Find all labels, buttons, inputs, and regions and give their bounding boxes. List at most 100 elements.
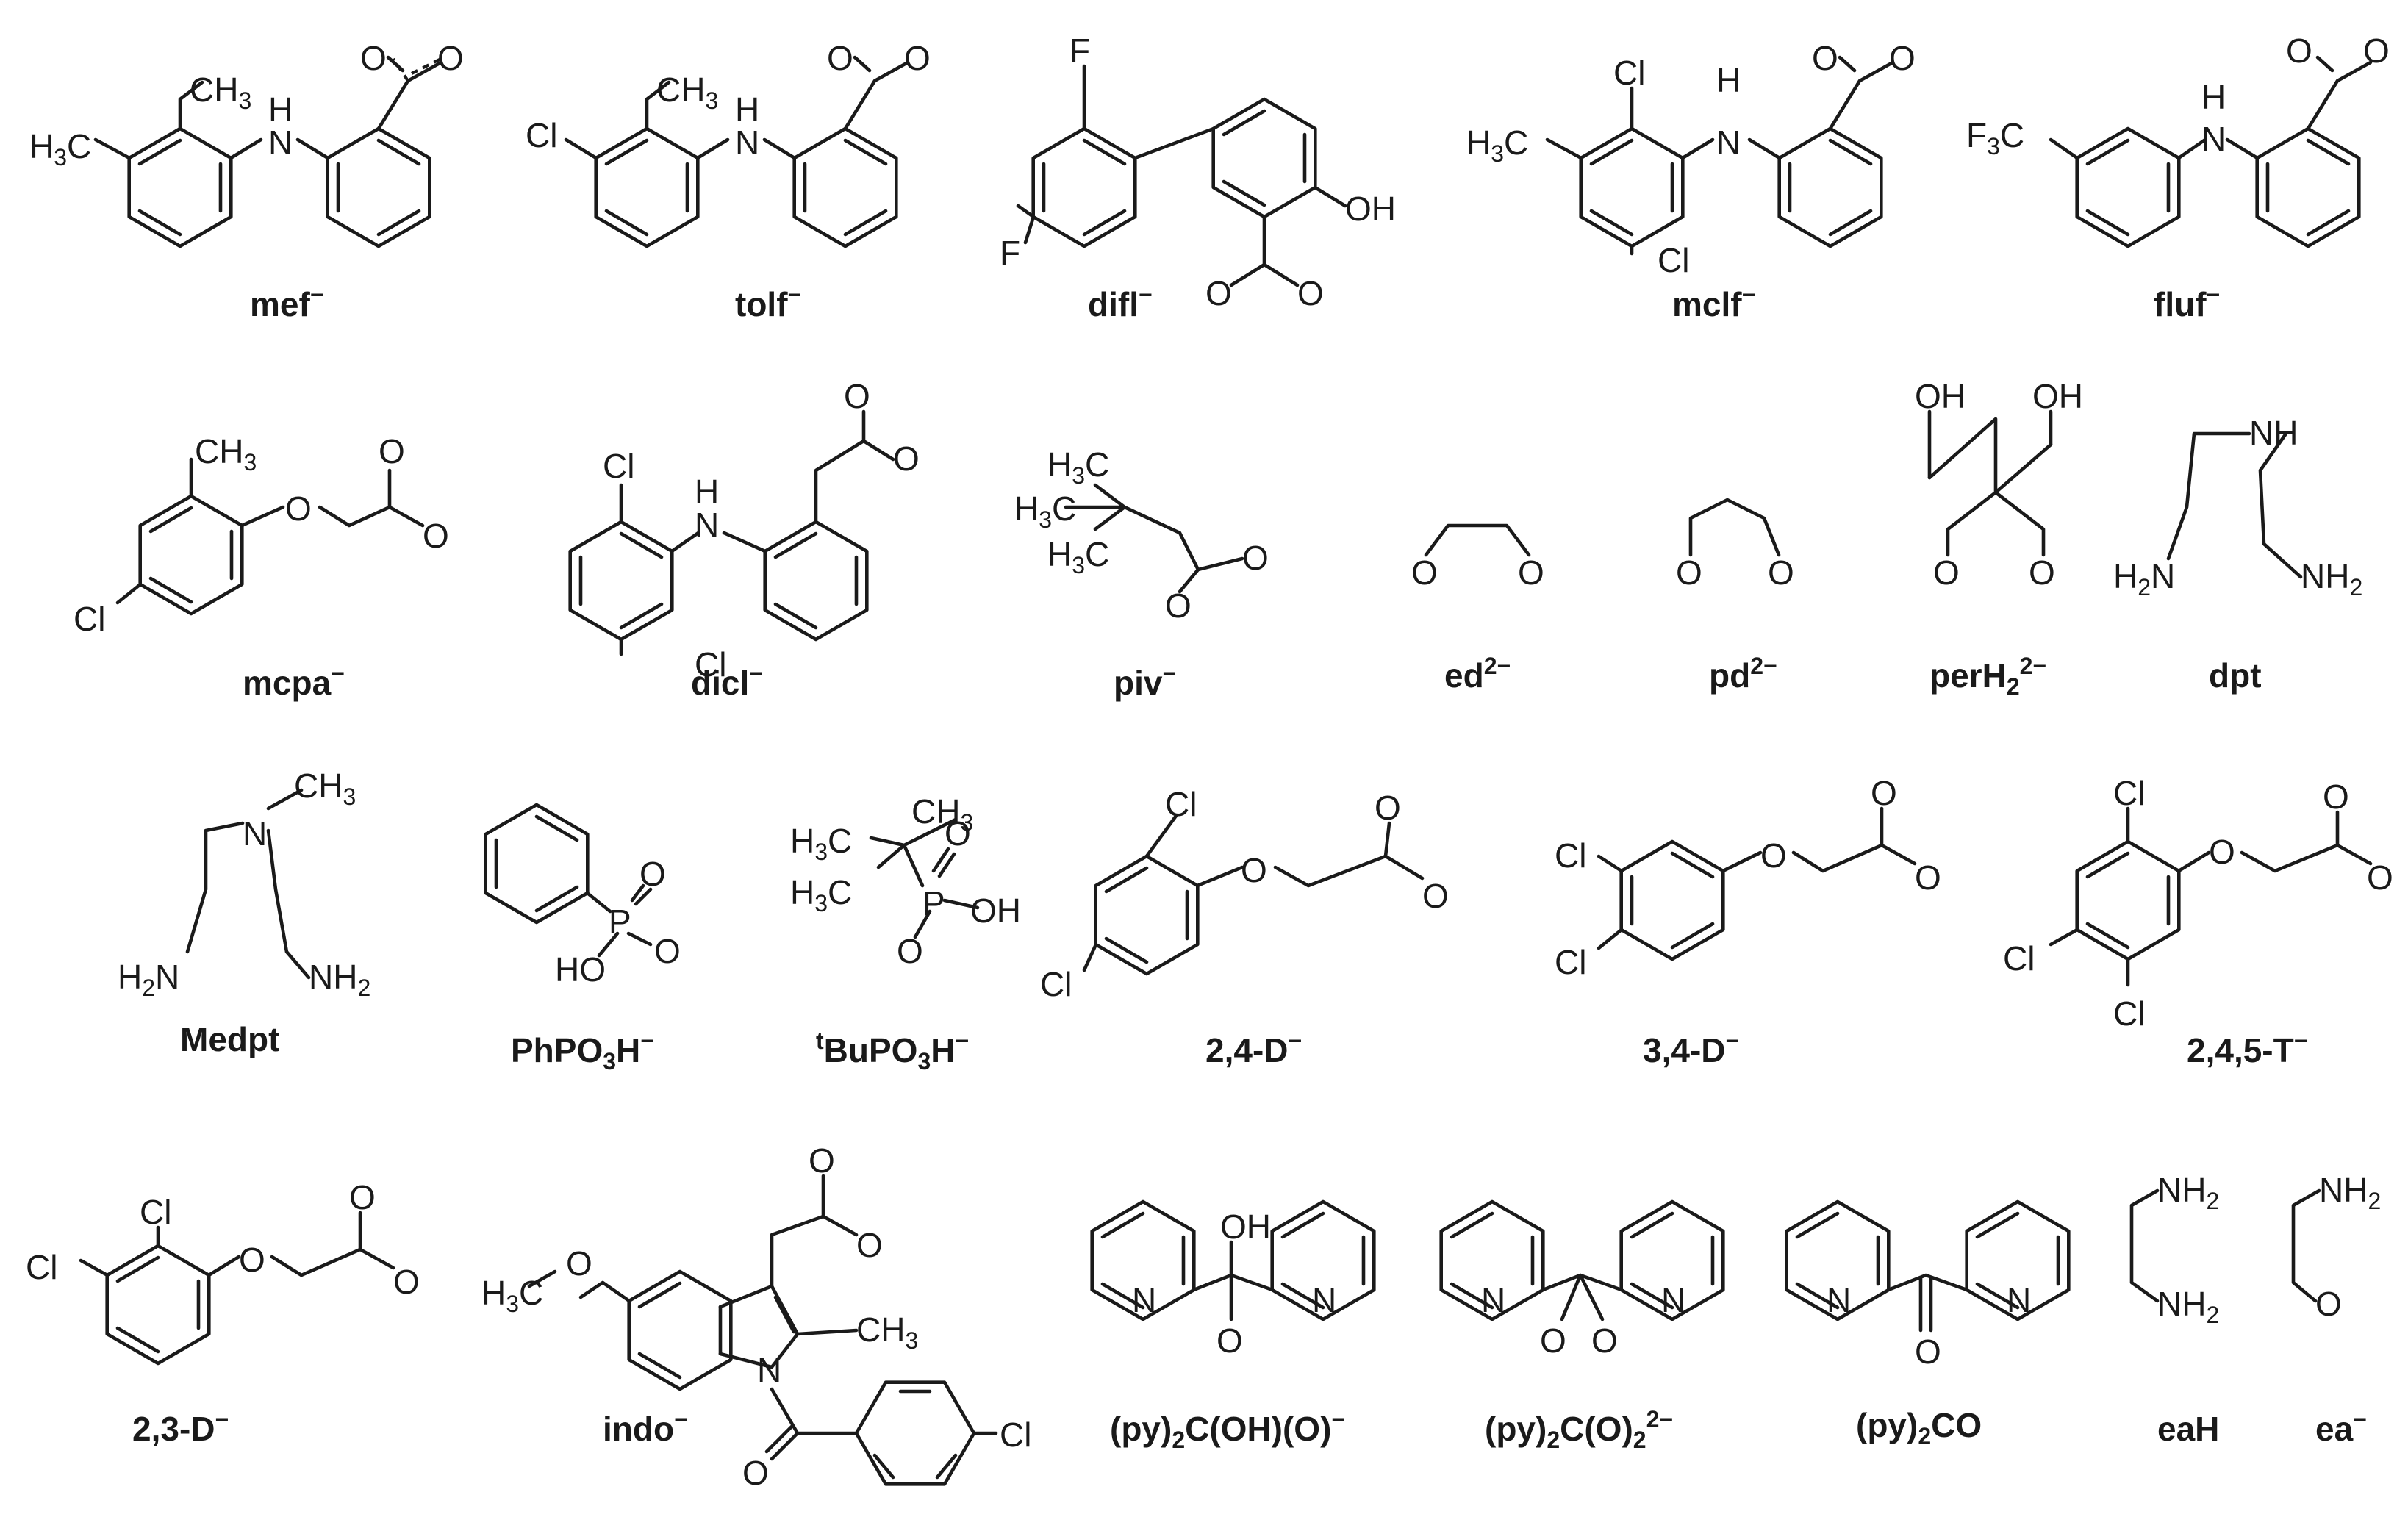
atom-o: O bbox=[1676, 553, 1702, 592]
atom-h3c: H3C bbox=[1047, 535, 1109, 578]
atom-n: N bbox=[1661, 1281, 1685, 1319]
label-ea: ea− bbox=[2315, 1406, 2367, 1448]
atom-cl: Cl bbox=[526, 116, 557, 154]
structure-eaH: NH2 NH2 eaH bbox=[2129, 1171, 2219, 1448]
atom-o: O bbox=[1411, 553, 1438, 592]
structure-34D: Cl Cl O O O 3,4-D− bbox=[1555, 774, 1941, 1069]
atom-o: O bbox=[1165, 587, 1192, 625]
atom-o: O bbox=[360, 39, 387, 77]
atom-o: O bbox=[2286, 32, 2312, 70]
atom-o: O bbox=[904, 39, 931, 77]
label-indo: indo− bbox=[603, 1406, 688, 1448]
atom-o: O bbox=[945, 814, 971, 853]
atom-nh: N bbox=[735, 123, 759, 162]
atom-h3c: H3C bbox=[481, 1274, 543, 1317]
atom-f: F bbox=[1069, 32, 1090, 70]
label-24D: 2,4-D− bbox=[1205, 1028, 1302, 1069]
atom-o: O bbox=[1242, 539, 1269, 577]
atom-oh: OH bbox=[2032, 377, 2083, 415]
atom-o: O bbox=[1422, 877, 1449, 915]
atom-n: N bbox=[1827, 1281, 1851, 1319]
structure-245T: Cl Cl Cl O O O 2,4,5-T− bbox=[2003, 774, 2393, 1069]
structure-py2CO: N N O (py)2CO bbox=[1787, 1202, 2069, 1449]
label-difl: difl− bbox=[1088, 281, 1153, 323]
atom-n: N bbox=[757, 1351, 781, 1389]
structure-tBuPO3H: H3C H3C CH3 P O OH O tBuPO3H− bbox=[790, 792, 1021, 1075]
structure-mclf: N H Cl Cl H3C O O mclf− bbox=[1466, 39, 1916, 323]
atom-o: O bbox=[1812, 39, 1838, 77]
atom-o: O bbox=[285, 489, 312, 528]
label-PhPO3H: PhPO3H− bbox=[511, 1028, 654, 1075]
atom-oh: OH bbox=[1915, 377, 1966, 415]
structure-py2CO2: N N O O (py)2C(O)22− bbox=[1441, 1202, 1724, 1453]
atom-h: H bbox=[695, 473, 719, 511]
atom-h3c: H3C bbox=[790, 822, 852, 865]
atom-nh: NH bbox=[2249, 414, 2298, 452]
structure-fluf: N H F3C O O fluf− bbox=[1966, 32, 2390, 323]
atom-o: O bbox=[1375, 789, 1401, 827]
atom-h3c: H3C bbox=[1014, 489, 1076, 533]
label-Medpt: Medpt bbox=[180, 1020, 279, 1058]
label-23D: 2,3-D− bbox=[132, 1406, 229, 1448]
atom-o: O bbox=[897, 932, 923, 970]
structure-mef: N H CH3 H3C O O mef− bbox=[29, 39, 464, 323]
label-py2CO2: (py)2C(O)22− bbox=[1485, 1406, 1673, 1453]
label-pd: pd2− bbox=[1709, 653, 1777, 695]
atom-o: O bbox=[1297, 274, 1324, 312]
atom-h3c: H3C bbox=[29, 127, 91, 171]
atom-o: O bbox=[393, 1263, 420, 1301]
label-eaH: eaH bbox=[2157, 1410, 2219, 1448]
atom-o: O bbox=[423, 517, 449, 555]
atom-n: N bbox=[2201, 120, 2226, 158]
atom-o: O bbox=[1871, 774, 1897, 812]
atom-p: P bbox=[922, 884, 945, 922]
atom-h2n: H2N bbox=[118, 958, 179, 1001]
atom-o: O bbox=[2315, 1285, 2342, 1323]
label-tBuPO3H: tBuPO3H− bbox=[816, 1028, 969, 1075]
label-py2COHO: (py)2C(OH)(O)− bbox=[1110, 1406, 1345, 1453]
atom-cl: Cl bbox=[1613, 54, 1645, 92]
label-fluf: fluf− bbox=[2154, 281, 2220, 323]
atom-nh2: NH2 bbox=[2301, 557, 2362, 600]
atom-o: O bbox=[2363, 32, 2390, 70]
atom-o: O bbox=[2323, 778, 2349, 816]
atom-o: O bbox=[437, 39, 464, 77]
atom-n: N bbox=[695, 506, 719, 544]
atom-o: O bbox=[1540, 1321, 1566, 1360]
atom-ch3: CH3 bbox=[195, 432, 257, 476]
atom-o: O bbox=[809, 1141, 835, 1180]
atom-n: N bbox=[243, 814, 267, 853]
atom-o: O bbox=[1241, 851, 1267, 889]
atom-f: F bbox=[1000, 234, 1020, 272]
atom-n: N bbox=[1481, 1281, 1505, 1319]
atom-o: O bbox=[1205, 274, 1232, 312]
structure-difl: F F OH O O difl− bbox=[1000, 32, 1396, 323]
atom-cl: Cl bbox=[695, 645, 726, 684]
atom-oh: OH bbox=[1220, 1208, 1271, 1246]
atom-o: O bbox=[1216, 1321, 1243, 1360]
atom-cl: Cl bbox=[140, 1193, 171, 1231]
atom-o: O bbox=[654, 932, 681, 970]
atom-h: H bbox=[735, 90, 759, 129]
atom-nh2: NH2 bbox=[2157, 1171, 2219, 1214]
atom-o: O bbox=[2367, 858, 2393, 897]
structure-tolf: N H CH3 Cl O O tolf− bbox=[526, 39, 931, 323]
atom-o: O bbox=[2029, 553, 2055, 592]
structure-ed: O O ed2− bbox=[1411, 523, 1544, 695]
atom-o: O bbox=[566, 1244, 592, 1283]
label-py2CO: (py)2CO bbox=[1856, 1406, 1982, 1449]
atom-h: H bbox=[1716, 61, 1741, 99]
atom-p: P bbox=[609, 903, 631, 941]
atom-oh: OH bbox=[1345, 190, 1396, 228]
structure-dicl: Cl Cl N H O O dicl− bbox=[570, 377, 920, 702]
atom-nh2: NH2 bbox=[2157, 1285, 2219, 1328]
atom-ch3: CH3 bbox=[294, 767, 356, 810]
atom-o: O bbox=[1518, 553, 1544, 592]
atom-o: O bbox=[742, 1454, 769, 1492]
atom-ch3: CH3 bbox=[656, 71, 718, 114]
atom-cl: Cl bbox=[2113, 774, 2145, 812]
atom-o: O bbox=[2209, 833, 2235, 871]
atom-cl: Cl bbox=[74, 600, 105, 638]
structure-pd: O O pd2− bbox=[1676, 498, 1794, 695]
